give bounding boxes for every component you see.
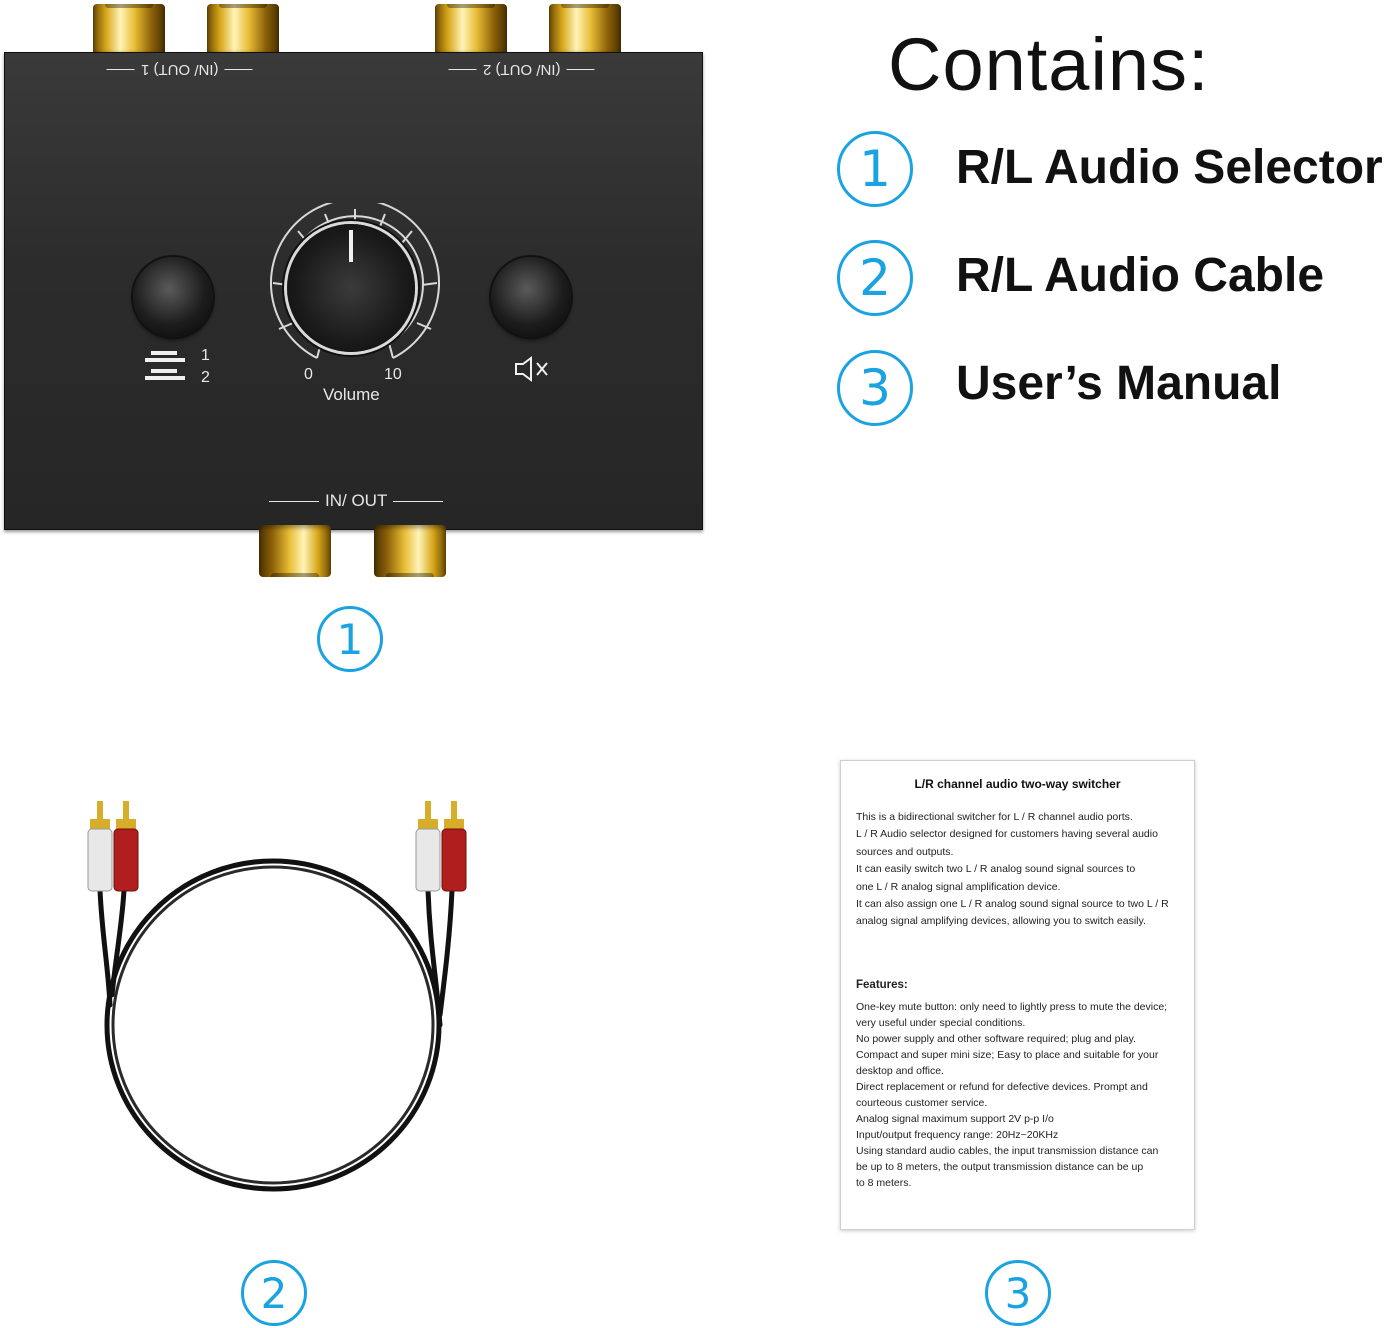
user-manual: L/R channel audio two-way switcher This … xyxy=(840,760,1195,1230)
selector-icon xyxy=(145,351,185,380)
rca-jack-top-4 xyxy=(549,4,621,56)
list-item-label-2: R/L Audio Cable xyxy=(956,249,1325,302)
volume-label: Volume xyxy=(323,385,380,404)
rca-jack-top-1 xyxy=(93,4,165,56)
manual-feature-line: Analog signal maximum support 2V p-p I/o xyxy=(856,1113,1054,1125)
manual-feature-line: One-key mute button: only need to lightl… xyxy=(856,1001,1168,1013)
selector-label-2: 2 xyxy=(201,369,210,386)
mute-button[interactable] xyxy=(491,257,571,337)
rca-jack-bottom-1 xyxy=(259,525,331,577)
rca-plug-red-right xyxy=(441,801,467,892)
selector-button[interactable] xyxy=(133,257,213,337)
caption-number-1: 1 xyxy=(317,606,383,672)
volume-max-label: 10 xyxy=(384,366,402,383)
rca-plug-red-left xyxy=(113,801,139,892)
device-body: (IN/ OUT) 1 (IN/ OUT) 2 1 2 xyxy=(4,52,703,530)
manual-feature-line: No power supply and other software requi… xyxy=(856,1033,1136,1045)
manual-intro-line: one L / R analog signal amplification de… xyxy=(856,880,1061,893)
rca-jack-bottom-2 xyxy=(374,525,446,577)
manual-feature-line: Input/output frequency range: 20Hz~20KHz xyxy=(856,1129,1059,1141)
mute-icon xyxy=(515,356,548,382)
manual-feature-line: to 8 meters. xyxy=(856,1177,912,1189)
volume-min-label: 0 xyxy=(304,366,313,383)
rca-jack-top-3 xyxy=(435,4,507,56)
manual-feature-line: very useful under special conditions. xyxy=(856,1017,1026,1029)
list-item-label-1: R/L Audio Selector xyxy=(956,141,1383,194)
list-number-1: 1 xyxy=(837,131,913,207)
manual-intro-line: This is a bidirectional switcher for L /… xyxy=(856,811,1133,823)
list-number-2: 2 xyxy=(837,240,913,316)
rca-plug-white-left xyxy=(87,801,113,892)
manual-title: L/R channel audio two-way switcher xyxy=(914,777,1121,791)
manual-feature-line: be up to 8 meters, the output transmissi… xyxy=(856,1161,1144,1173)
list-number-3: 3 xyxy=(837,350,913,426)
manual-feature-line: desktop and office. xyxy=(856,1065,944,1077)
caption-number-2: 2 xyxy=(241,1260,307,1326)
manual-intro: This is a bidirectional switcher for L /… xyxy=(856,809,1191,931)
manual-intro-line: analog signal amplifying devices, allowi… xyxy=(856,915,1146,928)
manual-feature-line: Using standard audio cables, the input t… xyxy=(856,1145,1159,1157)
manual-intro-line: It can easily switch two L / R analog so… xyxy=(856,863,1136,876)
manual-intro-line: It can also assign one L / R analog soun… xyxy=(856,898,1169,911)
manual-feature-line: Compact and super mini size; Easy to pla… xyxy=(856,1049,1159,1061)
rca-plug-white-right xyxy=(415,801,441,892)
rca-cable-image xyxy=(87,801,467,1192)
port-label-in-out-2: (IN/ OUT) 2 xyxy=(449,61,595,78)
manual-feature-line: courteous customer service. xyxy=(856,1097,988,1109)
rca-jack-top-2 xyxy=(207,4,279,56)
manual-intro-line: sources and outputs. xyxy=(856,845,954,858)
manual-feature-line: Direct replacement or refund for defecti… xyxy=(856,1081,1148,1093)
manual-features: Features: One-key mute button: only need… xyxy=(856,977,1191,1191)
selector-label-1: 1 xyxy=(201,347,210,364)
manual-intro-line: L / R Audio selector designed for custom… xyxy=(856,828,1158,841)
port-label-in-out-1: (IN/ OUT) 1 xyxy=(107,61,253,78)
port-label-in-out-bottom: IN/ OUT xyxy=(269,491,444,511)
list-item-label-3: User’s Manual xyxy=(956,357,1282,410)
page-title: Contains: xyxy=(888,23,1210,106)
caption-number-3: 3 xyxy=(985,1260,1051,1326)
volume-knob[interactable] xyxy=(287,224,415,352)
manual-features-title: Features: xyxy=(856,979,908,991)
